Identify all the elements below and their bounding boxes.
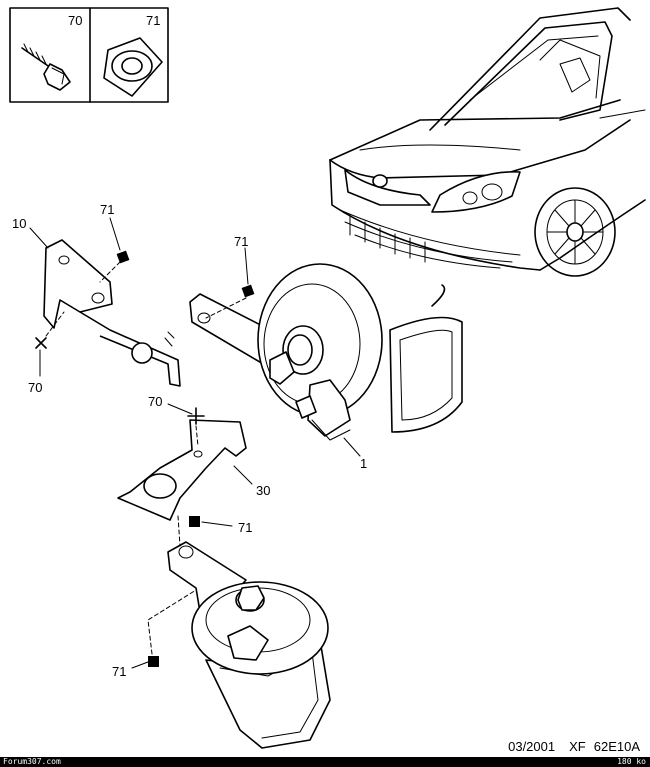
nut-71-bottom xyxy=(148,656,159,667)
bracket-30 xyxy=(117,419,247,521)
leader-lines xyxy=(29,217,361,669)
callout-labels: 10 71 71 70 70 30 71 1 71 xyxy=(12,202,367,679)
drawing-date: 03/2001 xyxy=(508,739,556,754)
fitting-lines xyxy=(45,261,247,655)
drawing-ref-code: XF xyxy=(569,739,586,754)
callout-71-top-right: 71 xyxy=(234,234,248,249)
car-illustration xyxy=(329,7,646,307)
legend-box: 70 71 xyxy=(9,7,169,103)
legend-screw-number: 70 xyxy=(68,13,82,28)
horn-small xyxy=(167,541,331,749)
drawing-code: 62E10A xyxy=(593,739,640,754)
callout-30: 30 xyxy=(256,483,270,498)
callout-71-mid: 71 xyxy=(238,520,252,535)
bracket-10 xyxy=(43,239,181,387)
footer-site: Forum307.com xyxy=(3,757,61,766)
footer-size: 180 ko xyxy=(617,757,646,766)
nut-71-top-left xyxy=(116,250,130,264)
callout-10: 10 xyxy=(12,216,26,231)
callout-70-mid: 70 xyxy=(148,394,162,409)
fasteners xyxy=(35,250,255,667)
footer-bar xyxy=(0,757,650,767)
nut-71-mid xyxy=(189,516,200,527)
callout-70-left: 70 xyxy=(28,380,42,395)
screw-70-mid xyxy=(187,407,205,425)
nut-icon xyxy=(103,37,163,97)
screw-icon xyxy=(21,43,71,91)
callout-71-top-left: 71 xyxy=(100,202,114,217)
nut-71-top-right xyxy=(241,284,255,298)
horn-1 xyxy=(257,263,463,441)
drawing-reference: 03/2001 XF 62E10A xyxy=(508,739,640,754)
callout-71-bottom: 71 xyxy=(112,664,126,679)
screw-70-left xyxy=(35,337,47,349)
legend-nut-number: 71 xyxy=(146,13,160,28)
callout-1: 1 xyxy=(360,456,367,471)
